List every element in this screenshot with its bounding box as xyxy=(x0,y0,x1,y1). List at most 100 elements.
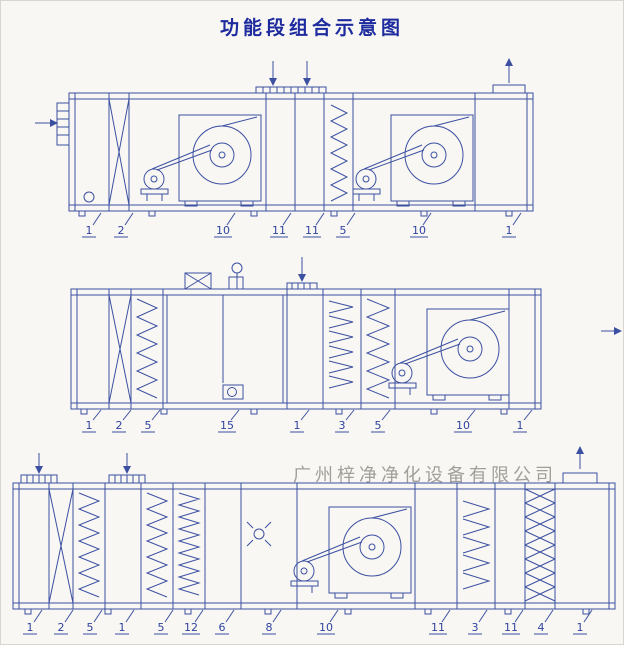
top-damper-icon xyxy=(108,474,146,484)
section-label: 1 xyxy=(82,212,102,238)
zigzag-filter-icon xyxy=(329,104,349,202)
svg-text:11: 11 xyxy=(504,621,518,634)
zigzag-filter-icon xyxy=(77,492,101,598)
svg-text:11: 11 xyxy=(305,224,319,237)
section-label: 11 xyxy=(270,212,292,238)
section-label: 5 xyxy=(336,212,356,238)
svg-text:15: 15 xyxy=(220,419,234,432)
section-label: 1 xyxy=(502,212,522,238)
top-damper-icon xyxy=(286,282,318,290)
section-label: 5 xyxy=(141,409,161,433)
svg-text:4: 4 xyxy=(538,621,545,634)
ahu-unit-3: 1 2 5 1 5 12 6 8 10 11 3 11 4 1 xyxy=(12,446,616,635)
svg-text:2: 2 xyxy=(118,224,125,237)
section-label: 11 xyxy=(502,609,524,635)
svg-text:3: 3 xyxy=(339,419,346,432)
svg-text:1: 1 xyxy=(517,419,524,432)
ahu-unit-2: 1 2 5 15 1 3 5 10 1 xyxy=(70,257,622,433)
uv-lamp-icon xyxy=(246,521,272,547)
outlet-plenum-icon xyxy=(492,84,526,94)
zigzag-filter-icon xyxy=(145,492,169,598)
section-label: 6 xyxy=(215,609,235,635)
section-label: 10 xyxy=(410,212,432,238)
section-label: 11 xyxy=(303,212,325,238)
svg-text:10: 10 xyxy=(412,224,426,237)
svg-text:10: 10 xyxy=(456,419,470,432)
airflow-down-arrow-icon xyxy=(269,61,277,86)
svg-text:1: 1 xyxy=(506,224,513,237)
rooftop-equipment-icon xyxy=(184,262,244,290)
section-label: 1 xyxy=(23,609,43,635)
section-label: 1 xyxy=(82,409,102,433)
svg-text:1: 1 xyxy=(294,419,301,432)
svg-text:5: 5 xyxy=(340,224,347,237)
zigzag-filter-icon xyxy=(365,298,391,399)
support-feet xyxy=(78,210,513,217)
bag-filter-icon xyxy=(108,98,130,206)
inlet-louver-icon xyxy=(56,102,70,146)
svg-text:5: 5 xyxy=(87,621,94,634)
crosshatch-heater-icon xyxy=(524,488,556,602)
centrifugal-fan-icon xyxy=(388,308,510,401)
section-label: 11 xyxy=(429,609,451,635)
svg-text:3: 3 xyxy=(472,621,479,634)
airflow-up-arrow-icon xyxy=(576,446,584,469)
section-label: 1 xyxy=(115,609,135,635)
svg-text:1: 1 xyxy=(119,621,126,634)
spray-humidifier-section xyxy=(222,295,244,400)
section-label: 2 xyxy=(54,609,74,635)
section-label: 1 xyxy=(573,609,593,635)
section-label: 15 xyxy=(218,409,240,433)
svg-text:5: 5 xyxy=(158,621,165,634)
svg-text:2: 2 xyxy=(58,621,65,634)
section-label: 8 xyxy=(262,609,282,635)
support-feet xyxy=(24,608,590,615)
ahu-unit-1: 1 2 10 11 11 5 10 1 xyxy=(35,58,534,238)
airflow-right-arrow-icon xyxy=(601,327,622,335)
svg-text:1: 1 xyxy=(577,621,584,634)
section-label: 4 xyxy=(534,609,554,635)
svg-text:11: 11 xyxy=(431,621,445,634)
section-label: 2 xyxy=(114,212,134,238)
section-label: 10 xyxy=(454,409,476,433)
centrifugal-fan-icon xyxy=(290,506,412,599)
section-label: 1 xyxy=(290,409,310,433)
chevron-filter-icon xyxy=(328,300,354,389)
svg-text:10: 10 xyxy=(216,224,230,237)
airflow-down-arrow-icon xyxy=(298,257,306,282)
top-damper-icon xyxy=(20,474,58,484)
svg-text:1: 1 xyxy=(86,224,93,237)
svg-text:12: 12 xyxy=(184,621,198,634)
svg-text:11: 11 xyxy=(272,224,286,237)
centrifugal-fan-icon xyxy=(352,114,474,207)
support-feet xyxy=(80,408,508,415)
section-label: 5 xyxy=(154,609,174,635)
section-label: 3 xyxy=(468,609,488,635)
svg-text:5: 5 xyxy=(375,419,382,432)
page-title: 功能段组合示意图 xyxy=(219,17,404,39)
section-label: 10 xyxy=(214,212,236,238)
section-label: 2 xyxy=(112,409,132,433)
dense-zigzag-filter-icon xyxy=(177,492,201,596)
svg-text:1: 1 xyxy=(27,621,34,634)
drain-icon xyxy=(83,191,95,203)
airflow-up-arrow-icon xyxy=(505,58,513,83)
svg-text:5: 5 xyxy=(145,419,152,432)
section-label: 10 xyxy=(317,609,339,635)
svg-text:1: 1 xyxy=(86,419,93,432)
top-damper-icon xyxy=(255,86,327,94)
section-label: 1 xyxy=(513,409,533,433)
airflow-down-arrow-icon xyxy=(123,453,131,474)
svg-text:6: 6 xyxy=(219,621,226,634)
section-label: 3 xyxy=(335,409,355,433)
svg-text:10: 10 xyxy=(319,621,333,634)
section-label: 5 xyxy=(371,409,391,433)
bag-filter-icon xyxy=(48,488,74,604)
zigzag-filter-icon xyxy=(135,298,159,399)
outlet-plenum-icon xyxy=(562,472,598,484)
bag-filter-icon xyxy=(108,294,132,404)
section-label: 12 xyxy=(182,609,204,635)
airflow-down-arrow-icon xyxy=(303,61,311,86)
